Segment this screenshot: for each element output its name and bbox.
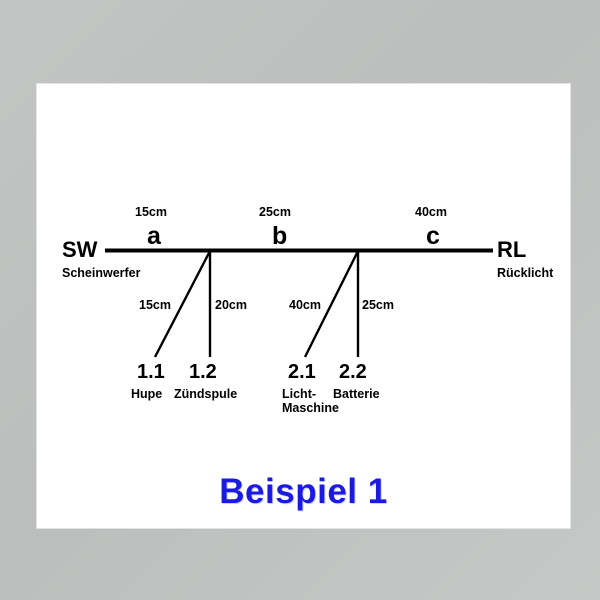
segment-letter-c: c (426, 222, 440, 250)
branch-length-1-1: 15cm (139, 298, 171, 312)
branch-name-lichtmaschine: Licht- Maschine (282, 387, 339, 416)
branch-line-1-1 (153, 250, 212, 358)
branch-number-2-1: 2.1 (288, 361, 316, 383)
slide-content-panel: SW Scheinwerfer RL Rücklicht 15cm a 25cm… (37, 84, 570, 528)
segment-length-a: 15cm (135, 205, 167, 219)
branch-number-1-2: 1.2 (189, 361, 217, 383)
wiring-length-diagram: SW Scheinwerfer RL Rücklicht 15cm a 25cm… (37, 84, 570, 528)
branch-length-1-2: 20cm (215, 298, 247, 312)
slide-title: Beispiel 1 (219, 472, 388, 511)
endpoint-sublabel-scheinwerfer: Scheinwerfer (62, 266, 141, 280)
segment-letter-b: b (272, 222, 288, 250)
endpoint-label-sw: SW (62, 237, 98, 262)
segment-length-c: 40cm (415, 205, 447, 219)
branch-number-2-2: 2.2 (339, 361, 367, 383)
branch-name-batterie: Batterie (333, 387, 380, 401)
branch-name-lichtmaschine-line1: Licht- (282, 387, 317, 401)
branch-name-zuendspule: Zündspule (174, 387, 238, 401)
branch-name-hupe: Hupe (131, 387, 163, 401)
diagram-lines (105, 248, 493, 358)
segment-length-b: 25cm (259, 205, 291, 219)
segment-letter-a: a (147, 222, 161, 250)
branch-name-lichtmaschine-line2: Maschine (282, 401, 339, 416)
branch-line-2-1 (303, 250, 360, 358)
branch-length-2-1: 40cm (289, 298, 321, 312)
endpoint-label-rl: RL (497, 237, 527, 262)
branch-length-2-2: 25cm (362, 298, 394, 312)
branch-number-1-1: 1.1 (137, 361, 165, 383)
endpoint-sublabel-rucklicht: Rücklicht (497, 266, 554, 280)
